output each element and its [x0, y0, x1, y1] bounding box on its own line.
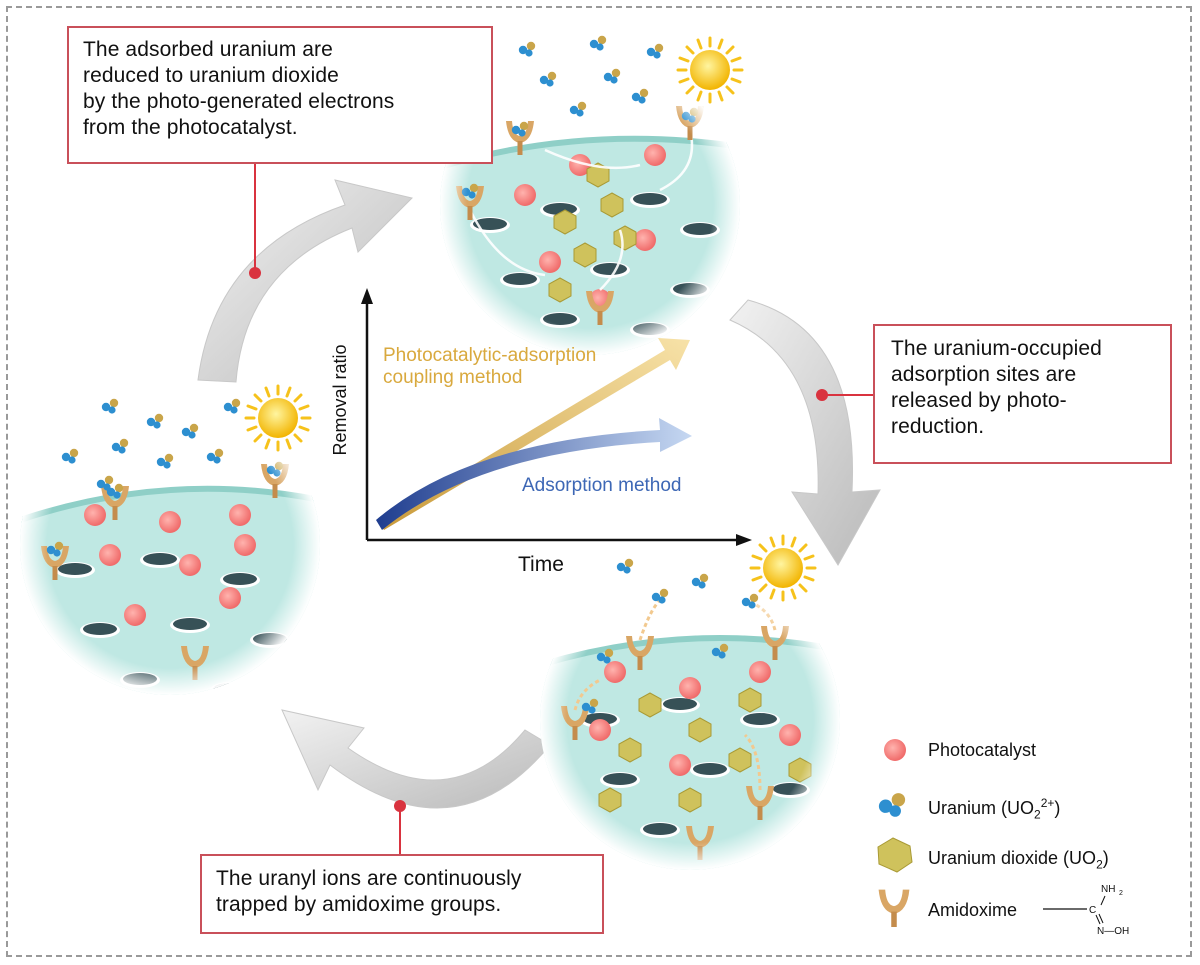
dashed-frame: [6, 6, 1192, 957]
legend-text: Uranium (UO: [928, 798, 1035, 818]
amidoxime-legend-icon: [878, 889, 910, 927]
uranium-dioxide-legend-icon: [877, 837, 913, 873]
sun-icon-bottom-right: [749, 534, 817, 602]
series-label-line: coupling method: [383, 367, 523, 388]
legend-label-uranium: Uranium (UO22+): [928, 796, 1060, 822]
callout-top-line: The adsorbed uranium are: [83, 38, 333, 61]
callout-top-line: from the photocatalyst.: [83, 116, 298, 139]
legend-label-uranium-dioxide: Uranium dioxide (UO2): [928, 848, 1109, 872]
sun-icon-left: [244, 384, 312, 452]
amidoxime-formula: NH 2 C N—OH: [1043, 884, 1129, 937]
legend-subscript: 2: [1034, 807, 1041, 822]
graph-y-axis-label: Removal ratio: [330, 344, 350, 456]
uranium-legend-icon: [878, 793, 906, 817]
removal-ratio-graph: [361, 288, 752, 546]
cycle-arrow-bottom-left: [281, 709, 551, 809]
callout-right-line: reduction.: [891, 415, 985, 438]
series-label-photocatalytic: Photocatalytic-adsorption coupling metho…: [383, 345, 596, 389]
callout-bottom-line: The uranyl ions are continuously: [216, 867, 522, 890]
legend-graphics: [877, 739, 913, 927]
callout-top-line: reduced to uranium dioxide: [83, 64, 339, 87]
callout-photoreduction: The adsorbed uranium are reduced to uran…: [67, 26, 493, 164]
series-label-line: Photocatalytic-adsorption: [383, 345, 597, 366]
callout-top-line: by the photo-generated electrons: [83, 90, 395, 113]
photocatalyst-legend-icon: [884, 739, 906, 761]
callout-right-line: released by photo-: [891, 389, 1067, 412]
legend-superscript: 2+: [1040, 796, 1055, 810]
formula-carbon: C: [1089, 905, 1096, 916]
callout-connectors: [249, 164, 873, 854]
series-label-adsorption: Adsorption method: [522, 475, 682, 496]
cycle-arrow-right: [729, 299, 881, 566]
sun-icon-top: [676, 36, 744, 104]
callout-right-line: The uranium-occupied: [891, 337, 1102, 360]
legend-subscript: 2: [1096, 857, 1103, 872]
graph-x-axis-label: Time: [518, 553, 564, 576]
callout-sites-released: The uranium-occupied adsorption sites ar…: [873, 324, 1172, 464]
formula-n-oh: N—OH: [1097, 926, 1129, 937]
legend-label-amidoxime: Amidoxime: [928, 900, 1018, 920]
cycle-arrow-top-left: [197, 179, 413, 383]
series-line-adsorption: [376, 418, 692, 530]
legend-text: Uranium dioxide (UO: [928, 848, 1097, 868]
legend-label-photocatalyst: Photocatalyst: [928, 740, 1037, 760]
callout-uranyl-trapped: The uranyl ions are continuously trapped…: [200, 854, 604, 934]
callout-bottom-line: trapped by amidoxime groups.: [216, 893, 502, 916]
legend-text: ): [1054, 798, 1061, 818]
legend-text: ): [1102, 848, 1109, 868]
formula-nh2-subscript: 2: [1119, 890, 1123, 897]
callout-right-line: adsorption sites are: [891, 363, 1077, 386]
formula-nh2: NH: [1101, 884, 1115, 895]
